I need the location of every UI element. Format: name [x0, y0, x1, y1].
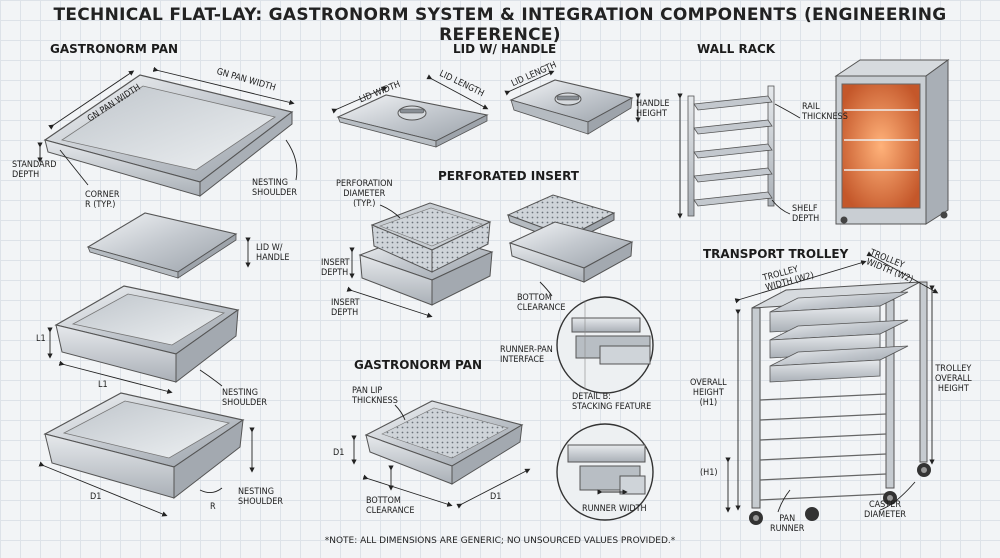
label-l1-bottom: L1: [98, 380, 108, 390]
label-overall-height: OVERALL HEIGHT (H1): [690, 378, 727, 408]
pan-center-dimension-lines: [351, 404, 531, 509]
wall-rack-cabinet: [834, 59, 950, 225]
section-lid-with-handle: LID W/ HANDLE: [453, 42, 557, 56]
left-dimension-lines: [37, 66, 298, 517]
section-wall-rack: WALL RACK: [697, 42, 776, 56]
label-nesting-shoulder-2: NESTING SHOULDER: [222, 388, 268, 408]
label-l1-side: L1: [36, 334, 46, 344]
label-standard-depth: STANDARD DEPTH: [12, 160, 57, 180]
label-r-bottom: R: [210, 502, 216, 512]
label-nesting-shoulder-1: NESTING SHOULDER: [252, 178, 298, 198]
wall-rack-frame: [687, 85, 775, 217]
label-perforation-diameter: PERFORATION DIAMETER (TYP.): [336, 179, 393, 209]
transport-trolley: [749, 281, 931, 525]
wall-rack-dimension-lines: [677, 93, 801, 219]
page-title: TECHNICAL FLAT-LAY: GASTRONORM SYSTEM & …: [53, 5, 947, 45]
label-runner-width: RUNNER WIDTH: [582, 504, 647, 514]
label-detail-b: DETAIL B: STACKING FEATURE: [572, 392, 652, 412]
label-runner-pan-interface: RUNNER-PAN INTERFACE: [500, 345, 553, 365]
label-nesting-shoulder-3: NESTING SHOULDER: [238, 487, 284, 507]
footnote: *NOTE: ALL DIMENSIONS ARE GENERIC; NO UN…: [324, 536, 676, 546]
detail-circle-stacking: [556, 423, 654, 521]
label-handle-height: HANDLE HEIGHT: [636, 99, 670, 119]
perforated-insert-right: [506, 194, 634, 283]
gn-pan-medium: [54, 285, 240, 384]
lid-dimension-lines: [331, 70, 641, 123]
label-pan-runner: PAN RUNNER: [770, 514, 805, 534]
label-insert-depth-1: INSERT DEPTH: [321, 258, 350, 278]
label-bottom-clearance-1: BOTTOM CLEARANCE: [517, 293, 566, 313]
gn-pan-center: [364, 400, 524, 485]
section-gastronorm-pan-top: GASTRONORM PAN: [50, 42, 179, 56]
label-d1-center: D1: [333, 448, 345, 458]
gn-pan-deep: [43, 392, 245, 500]
detail-circle-runner-interface: [556, 296, 654, 394]
gn-lid-thin: [86, 212, 238, 279]
label-d1-center-bottom: D1: [490, 492, 502, 502]
label-lid-w-handle: LID W/ HANDLE: [256, 243, 290, 263]
insert-dimension-lines: [346, 204, 553, 318]
label-h1: (H1): [700, 468, 718, 478]
section-perforated-insert: PERFORATED INSERT: [438, 169, 579, 183]
label-insert-depth-2: INSERT DEPTH: [331, 298, 360, 318]
label-rail-thickness: RAIL THICKNESS: [802, 102, 848, 122]
lid-pan: [509, 79, 634, 135]
perforated-insert-stack: [358, 202, 494, 306]
label-trolley-overall-height: TROLLEY OVERALL HEIGHT: [935, 364, 972, 394]
trolley-dimension-lines: [725, 251, 939, 513]
label-bottom-clearance-2: BOTTOM CLEARANCE: [366, 496, 415, 516]
label-corner-r: CORNER R (TYP.): [85, 190, 120, 210]
label-caster-diameter: CASTER DIAMETER: [864, 500, 906, 520]
label-d1-bottom: D1: [90, 492, 102, 502]
section-gastronorm-pan-center: GASTRONORM PAN: [354, 358, 483, 372]
label-pan-lip-thickness: PAN LIP THICKNESS: [352, 386, 398, 406]
label-shelf-depth: SHELF DEPTH: [792, 204, 820, 224]
section-transport-trolley: TRANSPORT TROLLEY: [703, 247, 849, 261]
